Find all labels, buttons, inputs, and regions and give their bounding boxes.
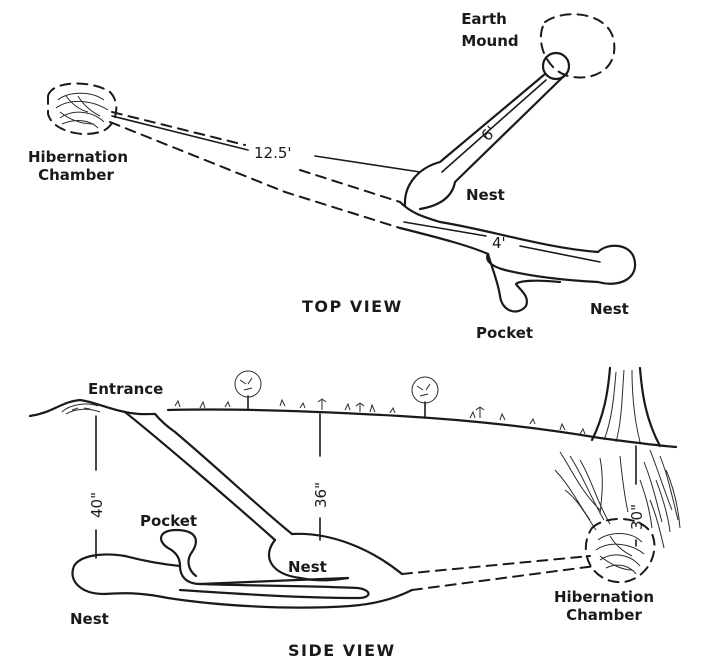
earth-mound-outline [539,13,616,79]
top-view-title: TOP VIEW [302,297,403,316]
side-nest-left-outline [71,553,414,609]
tree-middle [411,376,439,419]
side-tunnel-dashed-upper [401,555,591,575]
mound-opening [541,51,571,81]
side-nest-left-label: Nest [70,610,109,628]
mound-tunnel-left-wall [403,72,547,207]
nest-tunnel-upper-wall [398,200,442,224]
side-tunnel-upper-wall [123,410,277,542]
depth-40in: 40" [88,492,106,518]
side-hibernation-label-line2: Chamber [566,606,642,624]
entrance-label: Entrance [88,380,163,398]
top-hibernation-nesting [55,92,109,129]
depth-30in: 30" [628,504,646,530]
top-view [47,13,637,313]
ground-surface-left [28,398,157,418]
top-nest-right-outline [438,220,637,285]
depth-36in: 36" [312,482,330,508]
top-hibernation-outline [47,82,118,135]
small-plants [317,398,485,418]
mound-tunnel-right-wall [418,71,569,211]
entrance-mound [61,403,101,415]
top-nest-upper-label: Nest [466,186,505,204]
side-tunnel-dashed-lower [411,565,596,591]
side-lower-floor-inner [178,582,370,600]
grass-tufts [174,398,586,435]
top-tunnel-dashed-lower [109,121,401,229]
tree-roots [554,449,681,549]
top-nest-right-label: Nest [590,300,629,318]
chamber-tunnel-dimension-line [111,115,421,173]
side-tunnel-lower-floor [267,538,350,582]
ground-surface-right [166,408,678,449]
side-hibernation-outline [584,517,656,584]
top-hibernation-label-line1: Hibernation [28,148,128,166]
dimension-12-5ft: 12.5' [254,144,292,162]
nest-tunnel-lower-wall [398,226,490,256]
top-tunnel-dashed-upper [111,111,246,146]
tree-trunk [590,366,662,448]
side-lower-tunnel-upper [198,576,350,586]
side-tunnel-lower-wall [153,412,294,536]
nest-tunnel-dimension-line [403,221,601,263]
dimension-4ft: 4' [492,234,506,252]
mound-tunnel-dimension-line [441,79,547,173]
top-hibernation-label-line2: Chamber [38,166,114,184]
side-view [28,366,681,609]
earth-mound-label-line1: Earth [461,10,507,28]
side-hibernation-label-line1: Hibernation [554,588,654,606]
side-view-title: SIDE VIEW [288,641,396,660]
top-pocket-outline [486,252,562,313]
side-hibernation-nesting [595,533,645,575]
side-nest-middle-outline [290,532,404,576]
side-pocket-label: Pocket [140,512,197,530]
earth-mound-label-line2: Mound [461,32,518,50]
top-tunnel-dashed-mid [299,169,401,203]
top-pocket-label: Pocket [476,324,533,342]
side-nest-middle-label: Nest [288,558,327,576]
side-pocket-outline [159,528,202,586]
tree-left [234,370,262,411]
